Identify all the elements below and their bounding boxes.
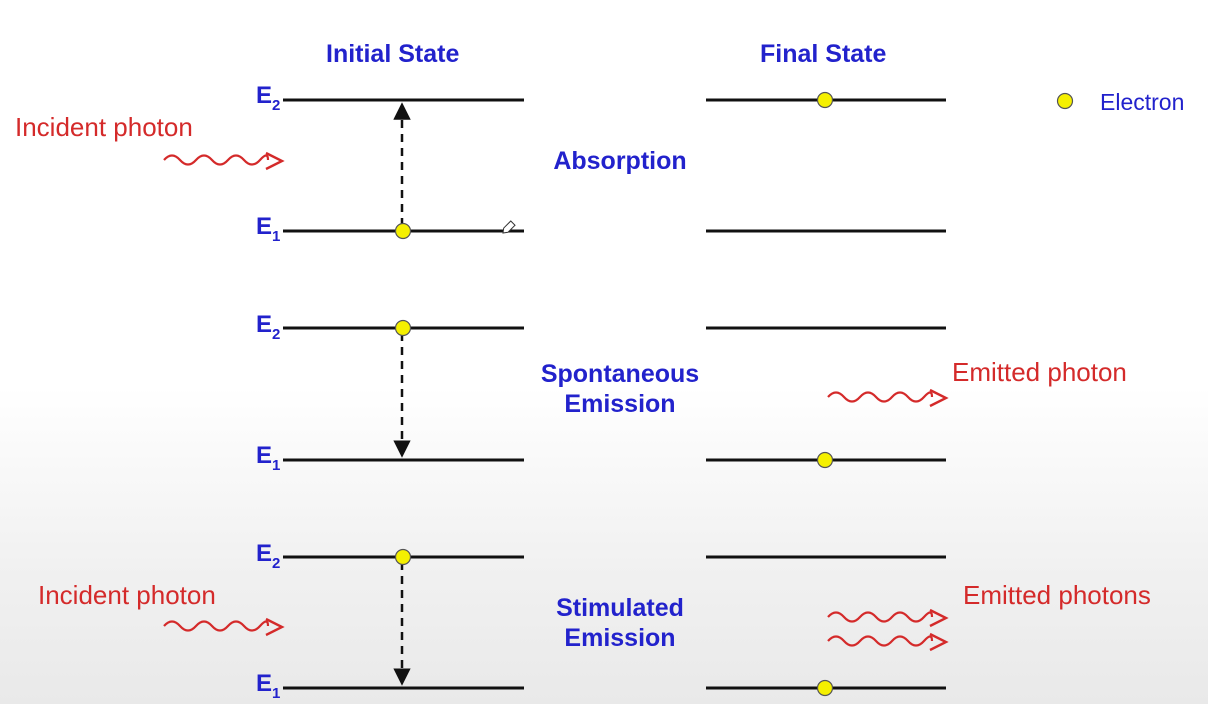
process-absorption: Absorption xyxy=(530,146,710,176)
wavy-arrow-icon-emitted-stimulated-2 xyxy=(827,632,949,652)
incident-photon-label-2: Incident photon xyxy=(38,580,216,610)
process-spontaneous-line2: Emission xyxy=(564,390,676,418)
process-stimulated-emission: Stimulated Emission xyxy=(520,593,720,653)
process-stimulated-line2: Emission xyxy=(564,624,676,652)
emitted-photon-label: Emitted photon xyxy=(952,357,1127,387)
process-spontaneous-emission: Spontaneous Emission xyxy=(520,359,720,419)
legend-electron-label: Electron xyxy=(1100,89,1185,115)
level-letter: E xyxy=(256,82,273,109)
emitted-photons-label: Emitted photons xyxy=(963,580,1151,610)
final-state-header: Final State xyxy=(760,40,887,68)
level-subscript: 2 xyxy=(272,97,281,114)
wavy-arrow-icon-incident-stimulated xyxy=(163,617,285,637)
level-subscript: 1 xyxy=(272,685,281,702)
level-label-e1-absorption: E1 xyxy=(256,213,280,245)
level-subscript: 2 xyxy=(272,326,281,343)
wavy-arrow-icon-incident-absorption xyxy=(163,151,285,171)
initial-state-header: Initial State xyxy=(326,40,460,68)
electron-dot-icon-legend xyxy=(1056,92,1074,110)
electron-dot-icon-initial-absorption xyxy=(394,222,412,240)
level-letter: E xyxy=(256,442,273,469)
level-subscript: 1 xyxy=(272,228,281,245)
level-subscript: 1 xyxy=(272,457,281,474)
level-letter: E xyxy=(256,670,273,697)
wavy-arrow-icon-emitted-stimulated-1 xyxy=(827,608,949,628)
level-letter: E xyxy=(256,213,273,240)
electron-dot-icon-initial-stimulated xyxy=(394,548,412,566)
level-letter: E xyxy=(256,540,273,567)
electron-dot-icon-final-absorption xyxy=(816,91,834,109)
process-stimulated-line1: Stimulated xyxy=(556,594,684,622)
level-label-e2-stimulated: E2 xyxy=(256,540,280,572)
incident-photon-label-1: Incident photon xyxy=(15,112,193,142)
electron-dot-icon-final-stimulated xyxy=(816,679,834,697)
process-absorption-line1: Absorption xyxy=(553,147,687,175)
level-subscript: 2 xyxy=(272,555,281,572)
level-label-e2-absorption: E2 xyxy=(256,82,280,114)
pen-cursor-icon xyxy=(502,220,516,234)
electron-dot-icon-initial-spontaneous xyxy=(394,319,412,337)
level-label-e2-spontaneous: E2 xyxy=(256,311,280,343)
process-spontaneous-line1: Spontaneous xyxy=(540,360,700,388)
level-letter: E xyxy=(256,311,273,338)
level-label-e1-spontaneous: E1 xyxy=(256,442,280,474)
level-label-e1-stimulated: E1 xyxy=(256,670,280,702)
wavy-arrow-icon-emitted-spontaneous xyxy=(827,388,949,408)
electron-dot-icon-final-spontaneous xyxy=(816,451,834,469)
